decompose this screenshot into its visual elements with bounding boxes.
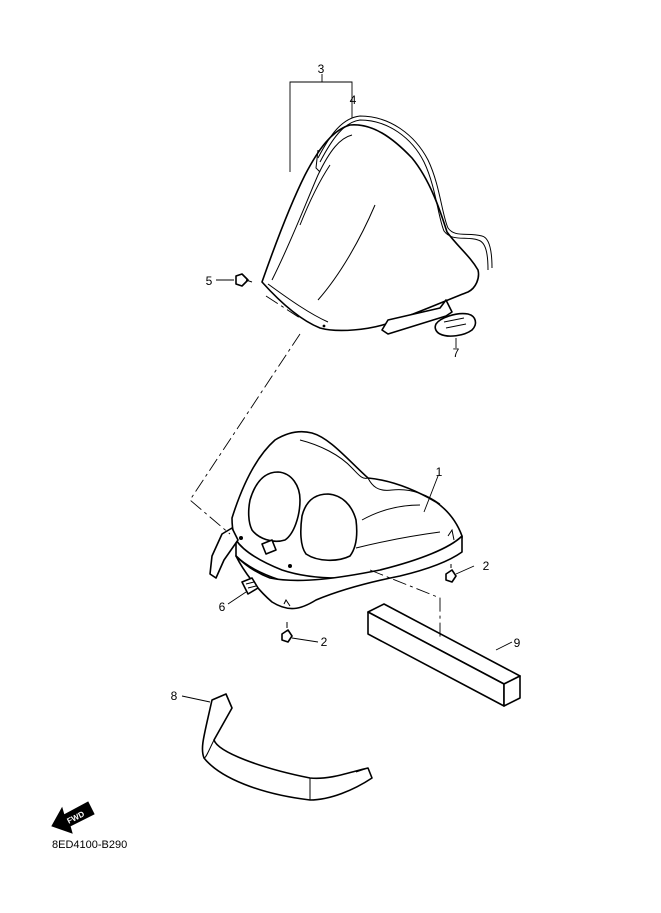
callout-2-left: 2 — [321, 635, 328, 649]
screw-5 — [235, 273, 253, 287]
bolt-2-right — [445, 564, 457, 583]
callout-6: 6 — [219, 600, 226, 614]
clip-7 — [434, 312, 477, 337]
callout-3: 3 — [318, 62, 325, 76]
assembly-chain-lines — [189, 295, 441, 640]
callout-2-right: 2 — [483, 559, 490, 573]
padding-strip — [201, 693, 373, 801]
leader-lines — [181, 74, 513, 703]
drawing-reference-code: 8ED4100-B290 — [52, 839, 127, 851]
bolt-2-left — [281, 622, 293, 643]
foam-block — [367, 603, 521, 707]
callout-9: 9 — [514, 636, 521, 650]
rubber-nut-6 — [241, 577, 259, 595]
forward-arrow-icon: FWD — [51, 801, 95, 834]
callout-8: 8 — [171, 689, 178, 703]
windshield — [261, 124, 480, 335]
callout-5: 5 — [206, 274, 213, 288]
upper-cowling — [209, 430, 463, 610]
callout-4: 4 — [350, 93, 357, 107]
callout-7: 7 — [453, 346, 460, 360]
callout-1: 1 — [436, 465, 443, 479]
windshield-trim-strip — [315, 115, 493, 271]
callout-numbers: 1 2 2 3 4 5 6 7 8 9 — [171, 62, 521, 703]
